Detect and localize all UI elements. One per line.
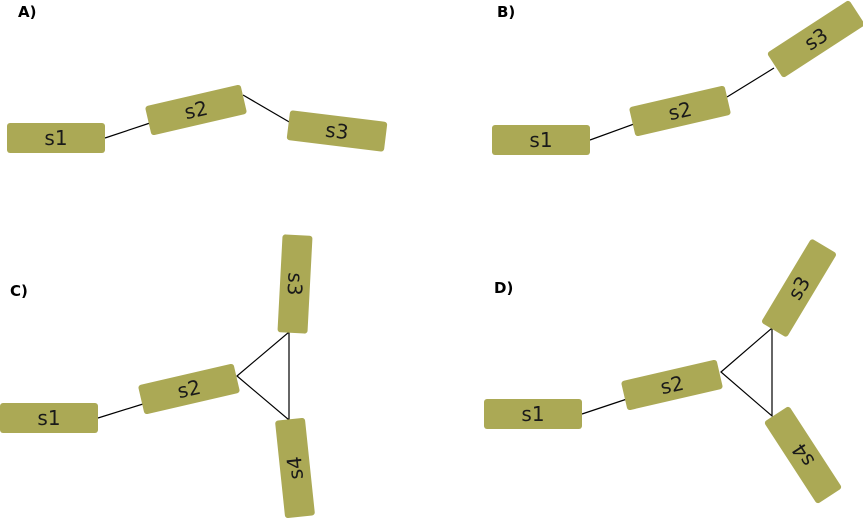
- junction-triangle: [236, 330, 290, 422]
- segment-label: s4: [282, 455, 308, 481]
- connector-line: [589, 123, 635, 141]
- segment-label: s3: [324, 118, 350, 145]
- segment-label: s2: [666, 97, 694, 126]
- connector-line: [581, 398, 628, 415]
- segment-s3: s3: [286, 110, 388, 152]
- segment-label: s3: [282, 272, 307, 296]
- panel-c: C) s1 s2 s3 s4: [0, 234, 315, 519]
- segment-label: s1: [37, 406, 60, 430]
- segment-s1: s1: [7, 123, 105, 153]
- segment-label: s2: [175, 375, 203, 404]
- segment-s2: s2: [145, 84, 247, 136]
- connector-line: [242, 94, 292, 124]
- panel-b: B) s1 s2 s3: [492, 0, 863, 155]
- segment-s4: s4: [275, 417, 315, 519]
- segment-s1: s1: [492, 125, 590, 155]
- segment-label: s2: [658, 371, 686, 400]
- junction-triangle: [720, 326, 773, 418]
- segment-s1: s1: [484, 399, 582, 429]
- segment-s2: s2: [621, 359, 723, 411]
- segment-s3: s3: [277, 234, 313, 334]
- segment-label: s2: [182, 96, 210, 125]
- segment-label: s1: [44, 126, 67, 150]
- segment-s2: s2: [138, 363, 240, 415]
- panel-a: A) s1 s2 s3: [7, 3, 388, 153]
- panel-d-label: D): [494, 279, 513, 297]
- segment-s3: s3: [767, 0, 863, 78]
- connector-line: [104, 122, 151, 139]
- panel-c-label: C): [10, 282, 28, 300]
- panel-d: D) s1 s2 s3 s4: [484, 239, 842, 504]
- segment-s2: s2: [629, 85, 731, 137]
- connector-line: [726, 67, 775, 98]
- segment-s1: s1: [0, 403, 98, 433]
- segment-label: s1: [529, 128, 552, 152]
- connector-line: [97, 403, 144, 419]
- segment-label: s1: [521, 402, 544, 426]
- panel-b-label: B): [497, 3, 515, 21]
- panel-a-label: A): [18, 3, 36, 21]
- segment-s4: s4: [764, 406, 842, 504]
- segment-s3: s3: [762, 239, 836, 337]
